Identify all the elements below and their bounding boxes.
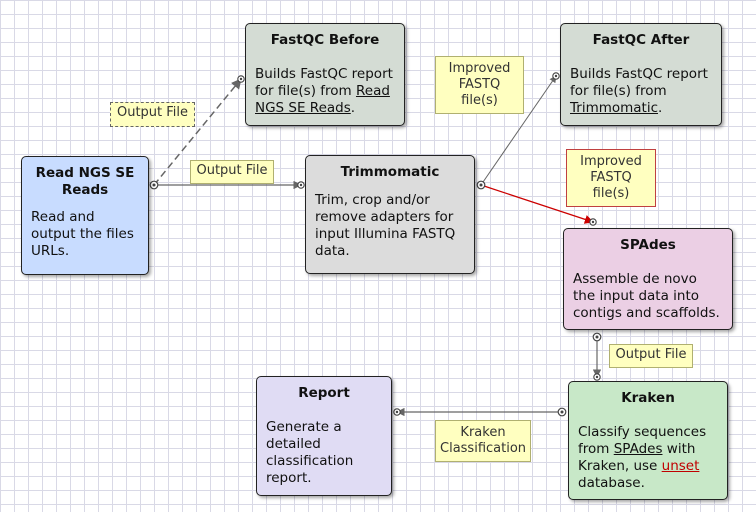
node-title: Report bbox=[298, 385, 350, 401]
edge-trim-to-spades[interactable] bbox=[480, 184, 594, 224]
node-description: Builds FastQC report for file(s) from Tr… bbox=[561, 49, 721, 117]
desc-text: . bbox=[350, 100, 356, 116]
database-setting-link[interactable]: unset bbox=[661, 458, 700, 474]
desc-text: . bbox=[658, 100, 663, 116]
edge-label-output-file: Output File bbox=[110, 102, 195, 127]
edge-read-to-fastqc-before[interactable] bbox=[153, 78, 242, 186]
desc-text: with Kraken, use bbox=[578, 441, 696, 474]
node-description: Classify sequences from SPAdes with Krak… bbox=[569, 407, 727, 492]
node-report[interactable]: Report Generate a detailed classificatio… bbox=[256, 376, 392, 496]
node-title: FastQC Before bbox=[270, 32, 380, 48]
port-kraken-in[interactable] bbox=[593, 373, 601, 381]
node-description: Trim, crop and/or remove adapters for in… bbox=[315, 192, 456, 259]
node-reference-link[interactable]: Trimmomatic bbox=[570, 100, 659, 116]
desc-text: Builds FastQC report for file(s) from bbox=[570, 66, 708, 99]
port-spades-in[interactable] bbox=[589, 218, 597, 226]
port-spades-out[interactable] bbox=[592, 332, 602, 342]
edge-label-output-file: Output File bbox=[609, 344, 693, 368]
port-read-out[interactable] bbox=[149, 180, 159, 190]
port-kraken-out[interactable] bbox=[557, 407, 567, 417]
node-description: Builds FastQC report for file(s) from Re… bbox=[246, 49, 404, 117]
port-fastqc-before-in[interactable] bbox=[237, 75, 245, 83]
node-reference-link[interactable]: Read NGS SE Reads bbox=[255, 83, 390, 116]
node-spades[interactable]: SPAdes Assemble de novo the input data i… bbox=[563, 228, 733, 330]
node-title: SPAdes bbox=[620, 237, 676, 253]
node-fastqc-before[interactable]: FastQC Before Builds FastQC report for f… bbox=[245, 23, 405, 126]
edge-label-kraken-classification: Kraken Classification bbox=[435, 420, 531, 462]
node-title: Kraken bbox=[621, 390, 675, 406]
desc-text: database. bbox=[578, 475, 645, 491]
edge-label-output-file: Output File bbox=[190, 160, 274, 184]
node-title: FastQC After bbox=[592, 32, 690, 48]
node-description: Assemble de novo the input data into con… bbox=[573, 271, 720, 321]
node-description: Generate a detailed classification repor… bbox=[266, 419, 354, 486]
node-title: Read NGS SE Reads bbox=[35, 165, 135, 198]
port-trimmomatic-in[interactable] bbox=[297, 181, 305, 189]
node-title: Trimmomatic bbox=[340, 164, 440, 180]
node-kraken[interactable]: Kraken Classify sequences from SPAdes wi… bbox=[568, 381, 728, 500]
node-trimmomatic[interactable]: Trimmomatic Trim, crop and/or remove ada… bbox=[305, 155, 475, 274]
edge-label-improved-fastq: Improved FASTQ file(s) bbox=[435, 56, 524, 114]
node-fastqc-after[interactable]: FastQC After Builds FastQC report for fi… bbox=[560, 23, 722, 126]
port-fastqc-after-in[interactable] bbox=[552, 72, 560, 80]
port-report-in[interactable] bbox=[393, 408, 401, 416]
node-reference-link[interactable]: SPAdes bbox=[613, 441, 663, 457]
node-read-ngs-se-reads[interactable]: Read NGS SE Reads Read and output the fi… bbox=[21, 156, 149, 275]
port-trimmomatic-out[interactable] bbox=[476, 180, 486, 190]
desc-text: Classify sequences from bbox=[578, 424, 707, 457]
edge-trim-to-fastqc-after[interactable] bbox=[480, 75, 557, 186]
node-description: Read and output the files URLs. bbox=[31, 209, 134, 259]
desc-text: Builds FastQC report for file(s) from bbox=[255, 66, 393, 99]
edge-label-improved-fastq: Improved FASTQ file(s) bbox=[566, 149, 656, 207]
